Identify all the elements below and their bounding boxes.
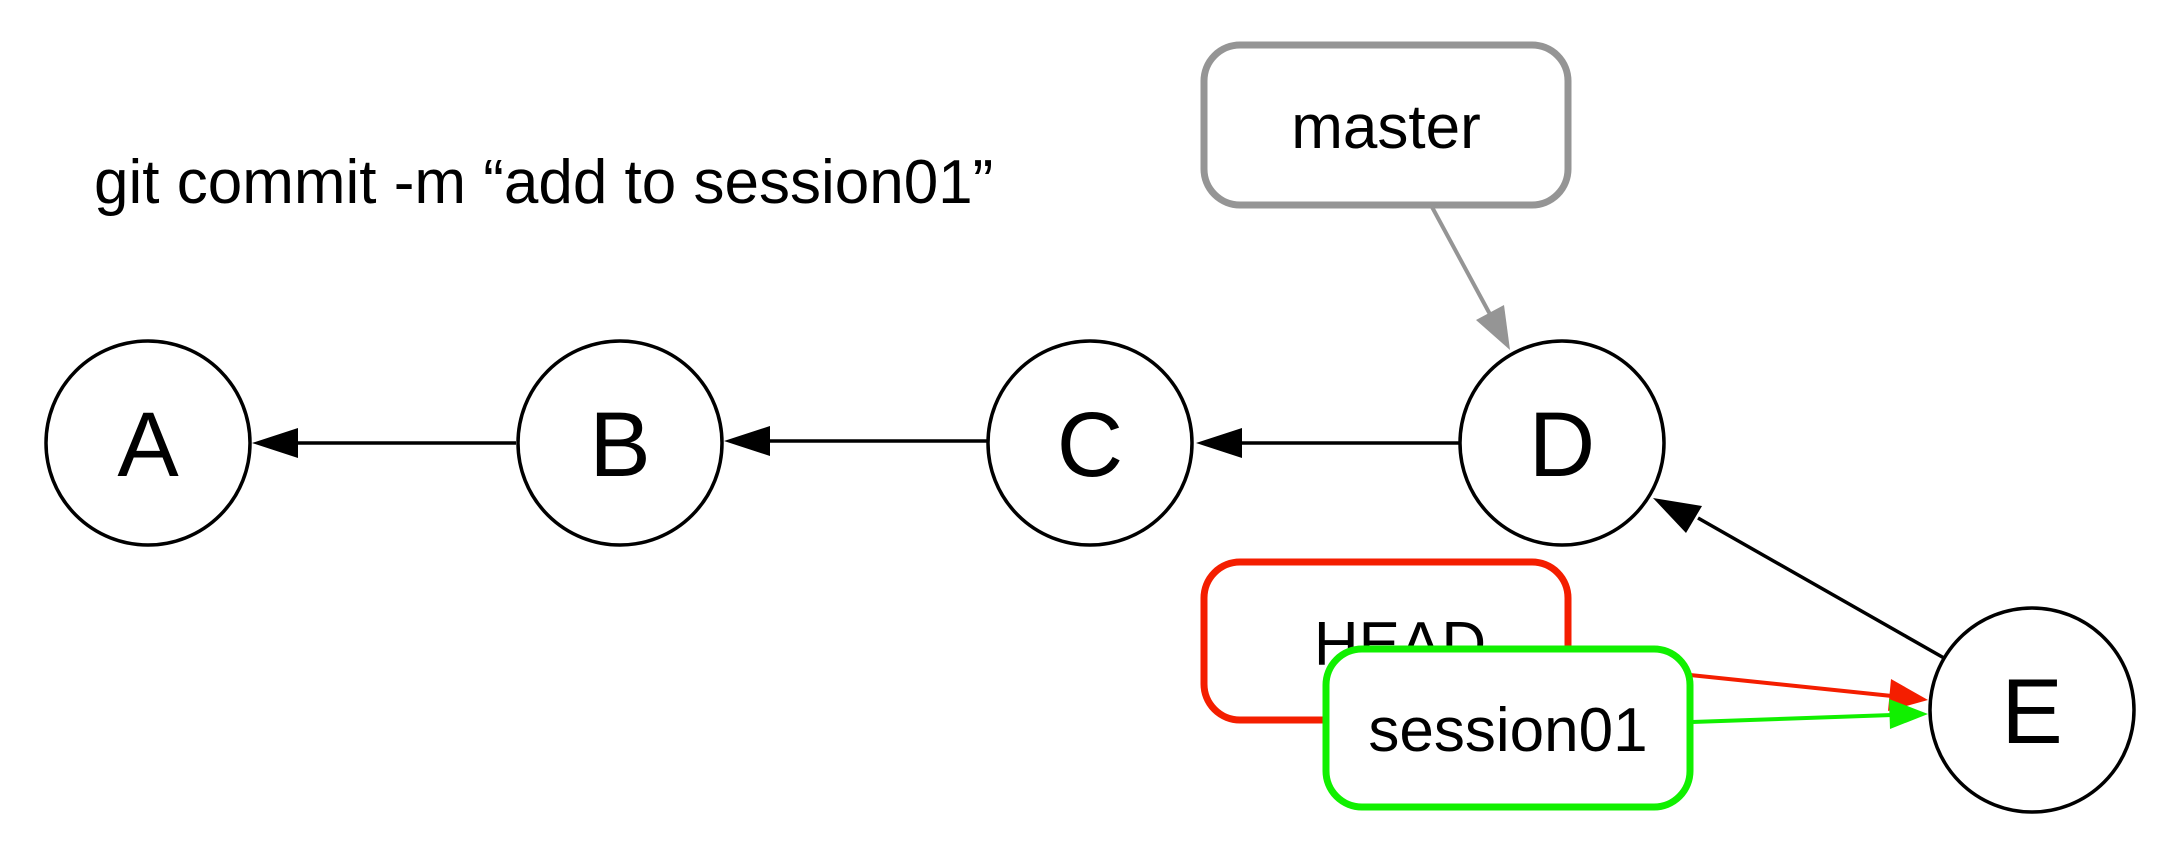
session01-ref: session01 xyxy=(1322,645,1694,811)
session01-arrowhead xyxy=(1889,699,1928,729)
session01-box xyxy=(1322,645,1694,811)
commit-b-circle xyxy=(516,339,724,547)
commit-c: C xyxy=(986,339,1194,547)
parent-edges xyxy=(252,426,1945,660)
commit-b: B xyxy=(516,339,724,547)
master-ref: master xyxy=(1200,41,1572,209)
commit-e-label: E xyxy=(2001,661,2062,763)
head-pointer xyxy=(1689,673,1893,698)
commit-e: E xyxy=(1928,606,2136,814)
commit-a: A xyxy=(44,339,252,547)
commit-a-label: A xyxy=(117,394,179,496)
master-label: master xyxy=(1291,93,1480,162)
edge-e-to-d xyxy=(1697,516,1945,660)
arrowhead-b xyxy=(724,426,770,456)
arrowhead-d xyxy=(1653,498,1702,533)
commit-d-circle xyxy=(1458,339,1666,547)
session01-pointer xyxy=(1691,713,1893,724)
master-pointer xyxy=(1430,206,1494,319)
ref-pointers xyxy=(1430,206,1928,729)
master-arrowhead xyxy=(1476,305,1510,350)
commit-d: D xyxy=(1458,339,1666,547)
commit-c-circle xyxy=(986,339,1194,547)
arrowhead-a xyxy=(252,428,298,458)
command-caption: git commit -m “add to session01” xyxy=(94,148,993,217)
master-box xyxy=(1200,41,1572,209)
commit-e-circle xyxy=(1928,606,2136,814)
session01-label: session01 xyxy=(1368,696,1647,765)
commit-b-label: B xyxy=(589,394,650,496)
commit-c-label: C xyxy=(1057,394,1123,496)
arrowhead-c xyxy=(1196,428,1242,458)
commit-a-circle xyxy=(44,339,252,547)
commit-d-label: D xyxy=(1529,394,1595,496)
